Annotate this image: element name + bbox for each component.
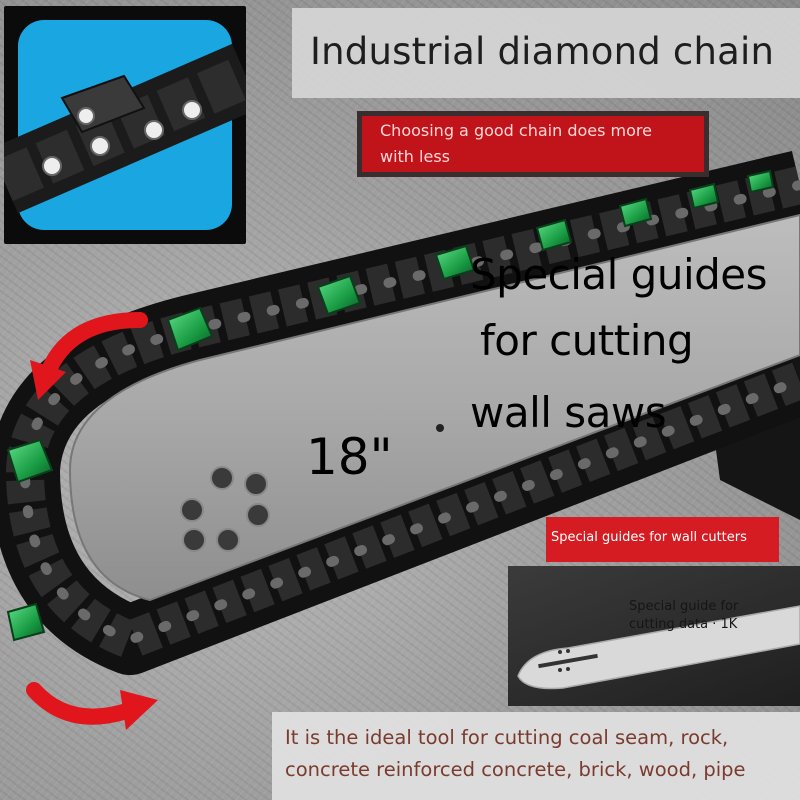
overlay-heading-line2: for cutting — [480, 316, 694, 365]
tagline-text: Choosing a good chain does more with les… — [380, 121, 652, 166]
description-line1: It is the ideal tool for cutting coal se… — [285, 726, 729, 749]
guide-bar-plate — [68, 213, 800, 602]
chain-rivets — [19, 180, 800, 646]
rotation-arrow-bottom-icon — [26, 682, 138, 725]
chain-closeup-inset — [4, 6, 246, 244]
guide-caption: Special guide for cutting data · 1K — [629, 599, 739, 632]
rotation-arrow-top-head — [30, 360, 66, 400]
overlay-heading-line3: wall saws — [470, 388, 667, 437]
bar-size-label: 18" — [306, 428, 393, 486]
sprocket-holes — [180, 466, 270, 552]
overlay-heading-line1: Special guides — [470, 250, 768, 299]
description-line2: concrete reinforced concrete, brick, woo… — [285, 758, 746, 781]
tagline-badge — [357, 111, 709, 177]
wall-cutters-badge — [546, 517, 779, 562]
guide-bar-photo — [508, 566, 800, 706]
bar-rivet — [436, 424, 444, 432]
rotation-arrow-top-icon — [40, 312, 148, 380]
description-text: It is the ideal tool for cutting coal se… — [285, 722, 795, 786]
wall-cutters-text: Special guides for wall cutters — [551, 530, 747, 545]
description-panel — [272, 712, 800, 800]
diamond-segments — [6, 169, 775, 642]
guide-bar-thumbnail — [517, 605, 800, 690]
title-panel — [292, 8, 800, 98]
chain-closeup-image — [4, 20, 246, 230]
page-title: Industrial diamond chain — [310, 30, 775, 73]
rotation-arrow-bottom-head — [120, 690, 158, 730]
